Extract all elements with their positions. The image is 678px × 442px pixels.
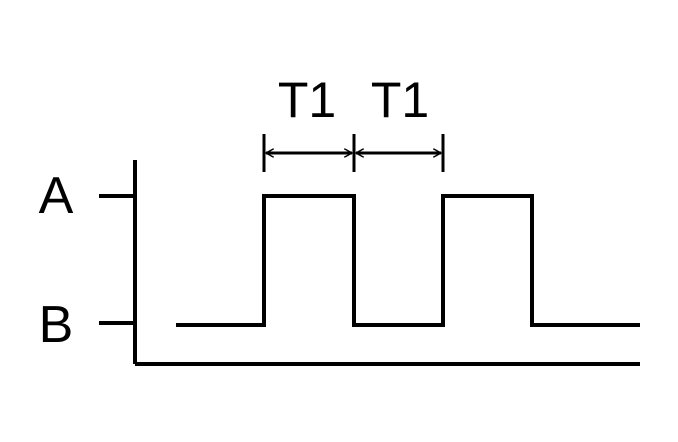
- square-wave-signal: [176, 194, 640, 327]
- level-b-label: B: [39, 296, 74, 354]
- interval-label-2: T1: [371, 72, 429, 128]
- interval-label-1: T1: [278, 72, 336, 128]
- level-a-label: A: [39, 167, 74, 225]
